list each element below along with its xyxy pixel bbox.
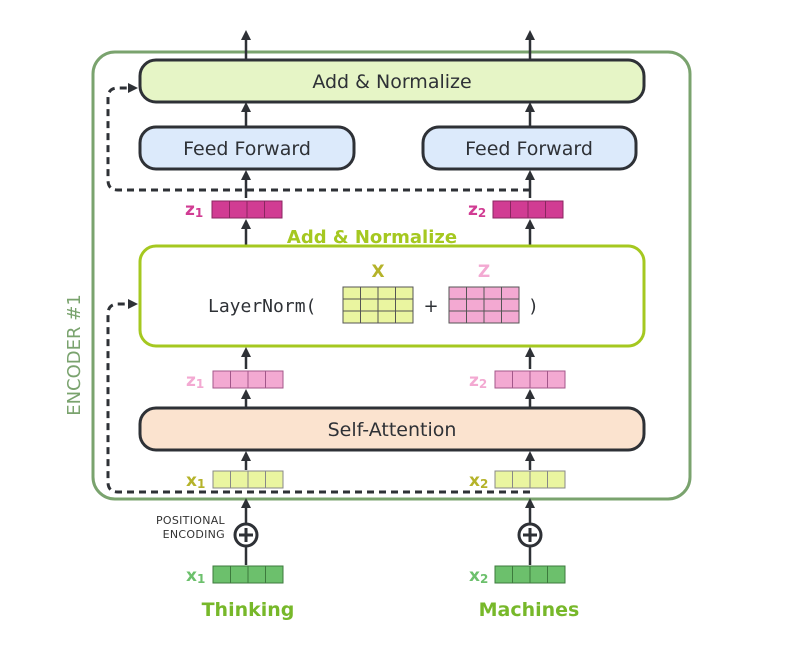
input-word-machines: Machines bbox=[479, 599, 580, 621]
z-matrix bbox=[448, 286, 520, 324]
layernorm-z-label: Z bbox=[478, 262, 490, 282]
x-matrix bbox=[342, 286, 414, 324]
self-attention-box bbox=[138, 406, 646, 452]
feed-forward-right-label: Feed Forward bbox=[465, 138, 593, 160]
z2-top-label: z2 bbox=[468, 200, 486, 220]
plus-circle-icon bbox=[517, 522, 543, 548]
x1-embed-label: x1 bbox=[186, 566, 205, 586]
feed-forward-left-label: Feed Forward bbox=[183, 138, 311, 160]
layernorm-open-text: LayerNorm( bbox=[208, 296, 316, 317]
x1-in-label: x1 bbox=[186, 471, 205, 491]
positional-encoding-line1: POSITIONAL bbox=[156, 514, 226, 527]
self-attention-label: Self-Attention bbox=[328, 419, 457, 441]
plus-circle-icon bbox=[233, 522, 259, 548]
add-normalize-mid-title: Add & Normalize bbox=[287, 227, 457, 248]
x2-in-label: x2 bbox=[469, 471, 488, 491]
z1-mid-vector bbox=[212, 370, 284, 389]
layernorm-close-text: ) bbox=[528, 296, 539, 317]
input-word-thinking: Thinking bbox=[202, 599, 295, 621]
layernorm-x-label: X bbox=[371, 262, 384, 282]
feed-forward-left-box bbox=[138, 125, 356, 171]
x2-embed-label: x2 bbox=[469, 566, 488, 586]
z1-top-vector bbox=[211, 200, 283, 219]
x1-in-vector bbox=[212, 470, 284, 489]
add-normalize-top-box bbox=[138, 58, 646, 104]
z2-mid-vector bbox=[494, 370, 566, 389]
feed-forward-right-box bbox=[421, 125, 638, 171]
z2-top-vector bbox=[492, 200, 564, 219]
residual-dashed-top bbox=[106, 83, 530, 192]
x2-embedding-vector bbox=[494, 565, 566, 584]
add-normalize-top-label: Add & Normalize bbox=[312, 71, 471, 93]
encoder-container bbox=[91, 50, 692, 501]
layernorm-plus: + bbox=[423, 296, 438, 317]
z1-top-label: z1 bbox=[185, 200, 203, 220]
z2-mid-label: z2 bbox=[469, 371, 487, 391]
x2-in-vector bbox=[494, 470, 566, 489]
z1-mid-label: z1 bbox=[186, 371, 204, 391]
encoder-label: ENCODER #1 bbox=[64, 294, 85, 416]
x1-embedding-vector bbox=[212, 565, 284, 584]
positional-encoding-line2: ENCODING bbox=[163, 528, 225, 541]
